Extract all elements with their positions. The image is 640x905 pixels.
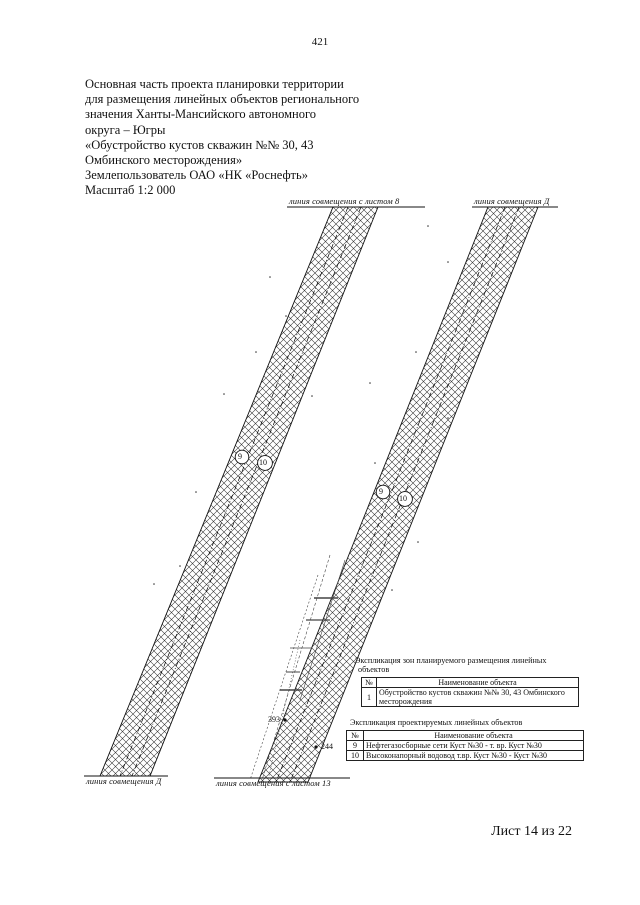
title-line: значения Ханты-Мансийского автономного bbox=[85, 107, 317, 122]
zones-legend-caption: Экспликация зон планируемого размещения … bbox=[355, 656, 547, 665]
objects-legend-caption: Экспликация проектируемых линейных объек… bbox=[350, 718, 523, 727]
row-name: Нефтегазосборные сети Куст №30 - т. вр. … bbox=[363, 740, 584, 751]
match-line-top-left: линия совмещения с листом 8 bbox=[289, 196, 400, 206]
marker-label: 10 bbox=[259, 458, 267, 467]
header-name: Наименование объекта bbox=[363, 730, 584, 741]
existing-features bbox=[249, 554, 346, 781]
survey-points bbox=[153, 225, 449, 591]
table-row: 10 Высоконапорный водовод т.вр. Куст №30… bbox=[346, 750, 584, 761]
zones-legend-table: № Наименование объекта 1 Обустройство ку… bbox=[361, 677, 579, 707]
title-block: Основная часть проекта планировки террит… bbox=[85, 77, 415, 199]
marker-left-10 bbox=[257, 455, 273, 471]
table-row: 1 Обустройство кустов скважин №№ 30, 43 … bbox=[361, 687, 579, 707]
objects-legend: Экспликация проектируемых линейных объек… bbox=[342, 718, 592, 761]
header-num: № bbox=[346, 730, 364, 741]
point-label-244: 244 bbox=[321, 742, 333, 751]
objects-legend-table: № Наименование объекта 9 Нефтегазосборны… bbox=[346, 730, 584, 761]
match-line-top-right: линия совмещения Д bbox=[474, 196, 550, 206]
marker-label: 9 bbox=[238, 452, 242, 461]
row-name: Высоконапорный водовод т.вр. Куст №30 - … bbox=[363, 750, 584, 761]
header-num: № bbox=[361, 677, 377, 688]
row-num: 1 bbox=[361, 687, 377, 707]
marker-left-9 bbox=[234, 449, 250, 465]
table-row: 9 Нефтегазосборные сети Куст №30 - т. вр… bbox=[346, 740, 584, 751]
match-line-bottom-left: линия совмещения Д bbox=[86, 776, 162, 786]
title-line: «Обустройство кустов скважин №№ 30, 43 bbox=[85, 137, 314, 152]
point-label-393: 393 bbox=[268, 715, 280, 724]
zones-legend-caption: объектов bbox=[358, 665, 390, 674]
marker-label: 10 bbox=[399, 494, 407, 503]
title-line: округа – Югры bbox=[85, 122, 166, 137]
marker-label: 9 bbox=[379, 487, 383, 496]
title-line: Основная часть проекта планировки террит… bbox=[85, 77, 344, 91]
zones-legend: Экспликация зон планируемого размещения … bbox=[355, 656, 595, 707]
row-num: 9 bbox=[346, 740, 364, 751]
title-line: Омбинского месторождения» bbox=[85, 153, 243, 168]
marker-right-10 bbox=[397, 491, 413, 507]
match-line-bottom-right: линия совмещения с листом 13 bbox=[216, 778, 331, 788]
point-markers bbox=[283, 718, 318, 749]
sheet-label: Лист 14 из 22 bbox=[491, 824, 572, 839]
row-name: Обустройство кустов скважин №№ 30, 43 Ом… bbox=[376, 687, 579, 707]
row-num: 10 bbox=[346, 750, 364, 761]
scale-line: Масштаб 1:2 000 bbox=[85, 183, 176, 198]
match-line-rules bbox=[84, 206, 558, 779]
header-name: Наименование объекта bbox=[376, 677, 579, 688]
page-number: 421 bbox=[311, 36, 329, 48]
land-user-line: Землепользователь ОАО «НК «Роснефть» bbox=[85, 168, 308, 183]
title-line: для размещения линейных объектов региона… bbox=[85, 92, 360, 107]
marker-right-9 bbox=[375, 484, 391, 500]
